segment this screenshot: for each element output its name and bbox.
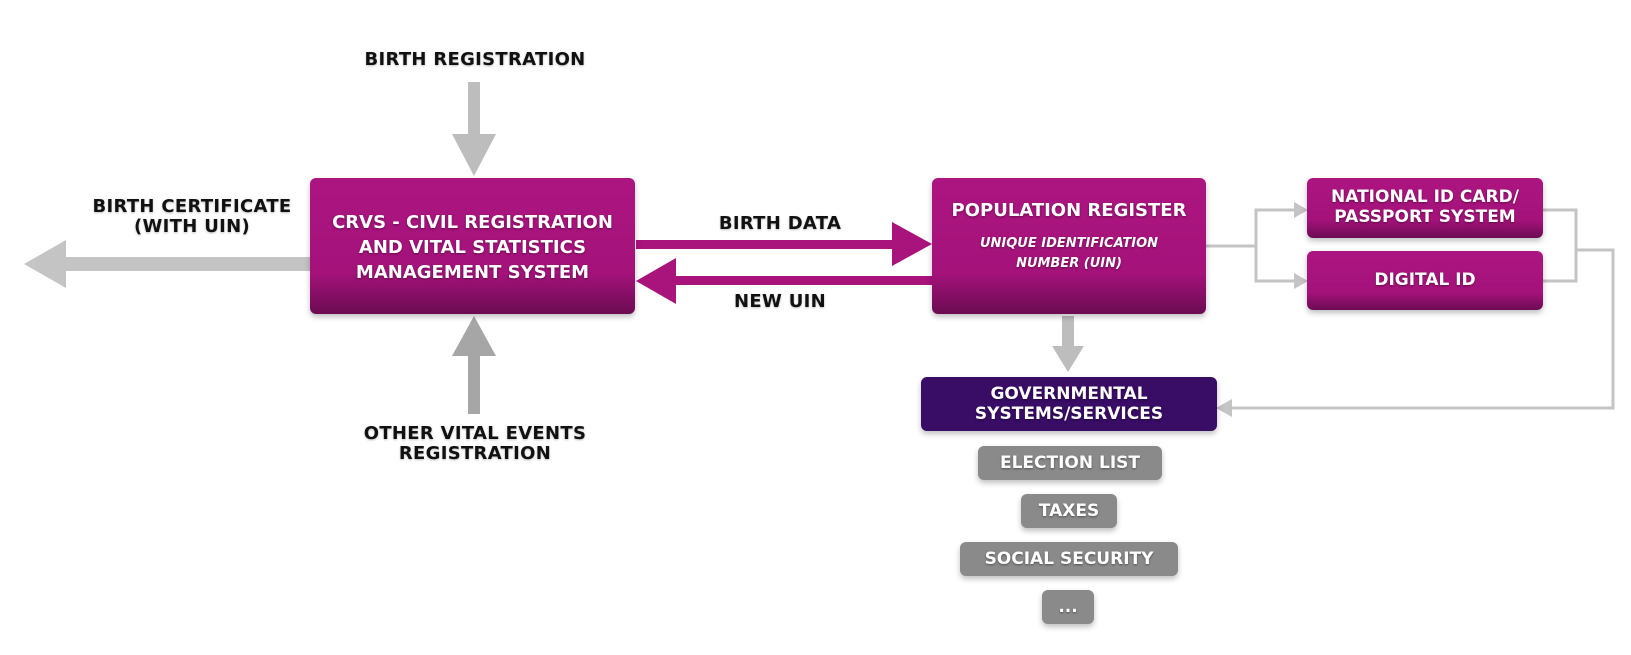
social-security-box: SOCIAL SECURITY — [960, 542, 1178, 576]
population-register-title: POPULATION REGISTER — [951, 200, 1187, 221]
birth-registration-arrow — [452, 82, 496, 176]
new-uin-arrow — [636, 258, 934, 304]
digital-id-box: DIGITAL ID — [1307, 251, 1543, 310]
election-list-label: ELECTION LIST — [999, 453, 1141, 473]
birth-certificate-line-2: (WITH UIN) — [134, 216, 250, 237]
birth-data-label: BIRTH DATA — [718, 213, 842, 234]
governmental-line-2: SYSTEMS/SERVICES — [974, 404, 1164, 424]
uin-subtitle-line-1: UNIQUE IDENTIFICATION — [979, 236, 1159, 251]
population-register-box: POPULATION REGISTER UNIQUE IDENTIFICATIO… — [932, 178, 1206, 314]
more-services-label: ... — [1058, 597, 1078, 617]
birth-registration-label: BIRTH REGISTRATION — [364, 49, 586, 70]
other-vital-events-line-2: REGISTRATION — [398, 443, 552, 464]
other-events-arrow — [452, 316, 496, 414]
taxes-box: TAXES — [1021, 494, 1117, 528]
population-to-gov-arrow — [1052, 316, 1084, 372]
id-split-connector — [1206, 208, 1296, 283]
national-id-line-2: PASSPORT SYSTEM — [1334, 207, 1516, 227]
birth-data-arrow — [636, 222, 932, 266]
taxes-label: TAXES — [1038, 501, 1100, 521]
id-return-connector — [1228, 208, 1615, 410]
governmental-line-1: GOVERNMENTAL — [990, 384, 1148, 404]
birth-certificate-line-1: BIRTH CERTIFICATE — [92, 196, 292, 217]
crvs-box: CRVS - CIVIL REGISTRATION AND VITAL STAT… — [310, 178, 635, 314]
governmental-systems-box: GOVERNMENTAL SYSTEMS/SERVICES — [921, 377, 1217, 431]
social-security-label: SOCIAL SECURITY — [984, 549, 1154, 569]
national-id-box: NATIONAL ID CARD/ PASSPORT SYSTEM — [1307, 178, 1543, 238]
uin-subtitle-line-2: NUMBER (UIN) — [1016, 256, 1122, 271]
other-vital-events-line-1: OTHER VITAL EVENTS — [363, 423, 587, 444]
birth-certificate-label: BIRTH CERTIFICATE (WITH UIN) — [82, 197, 302, 237]
crvs-line-3: MANAGEMENT SYSTEM — [355, 262, 590, 283]
to-digital-id-arrowhead — [1294, 273, 1308, 289]
to-national-id-arrowhead — [1294, 202, 1308, 218]
more-services-box: ... — [1042, 590, 1094, 624]
birth-certificate-arrow — [24, 240, 312, 288]
crvs-line-1: CRVS - CIVIL REGISTRATION — [332, 212, 613, 233]
other-vital-events-label: OTHER VITAL EVENTS REGISTRATION — [350, 424, 600, 464]
crvs-line-2: AND VITAL STATISTICS — [358, 237, 587, 258]
to-governmental-arrowhead — [1216, 399, 1232, 417]
digital-id-label: DIGITAL ID — [1374, 270, 1476, 290]
national-id-line-1: NATIONAL ID CARD/ — [1331, 187, 1519, 207]
election-list-box: ELECTION LIST — [978, 446, 1162, 480]
new-uin-label: NEW UIN — [734, 291, 826, 312]
